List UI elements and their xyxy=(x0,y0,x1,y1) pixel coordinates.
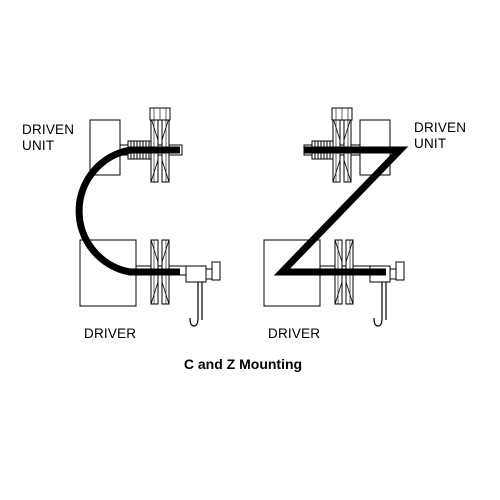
z-belt xyxy=(273,146,409,276)
right-driver-label: DRIVER xyxy=(268,326,321,341)
left-driver-label: DRIVER xyxy=(84,326,137,341)
left-driven-unit-label: DRIVEN UNIT xyxy=(22,122,74,154)
left-driven-line1: DRIVEN xyxy=(22,122,75,137)
right-driven-pulley-icon xyxy=(331,107,353,183)
c-mounting xyxy=(75,107,221,327)
z-mounting xyxy=(263,107,409,327)
figure-caption: C and Z Mounting xyxy=(183,356,303,372)
right-driven-line1: DRIVEN xyxy=(414,120,467,135)
left-driven-pulley-icon xyxy=(149,107,171,183)
right-driven-unit-label: DRIVEN UNIT xyxy=(414,120,466,152)
right-driven-line2: UNIT xyxy=(414,136,447,151)
left-adjuster-icon xyxy=(185,261,221,327)
left-driven-line2: UNIT xyxy=(22,138,55,153)
c-belt xyxy=(75,146,180,276)
